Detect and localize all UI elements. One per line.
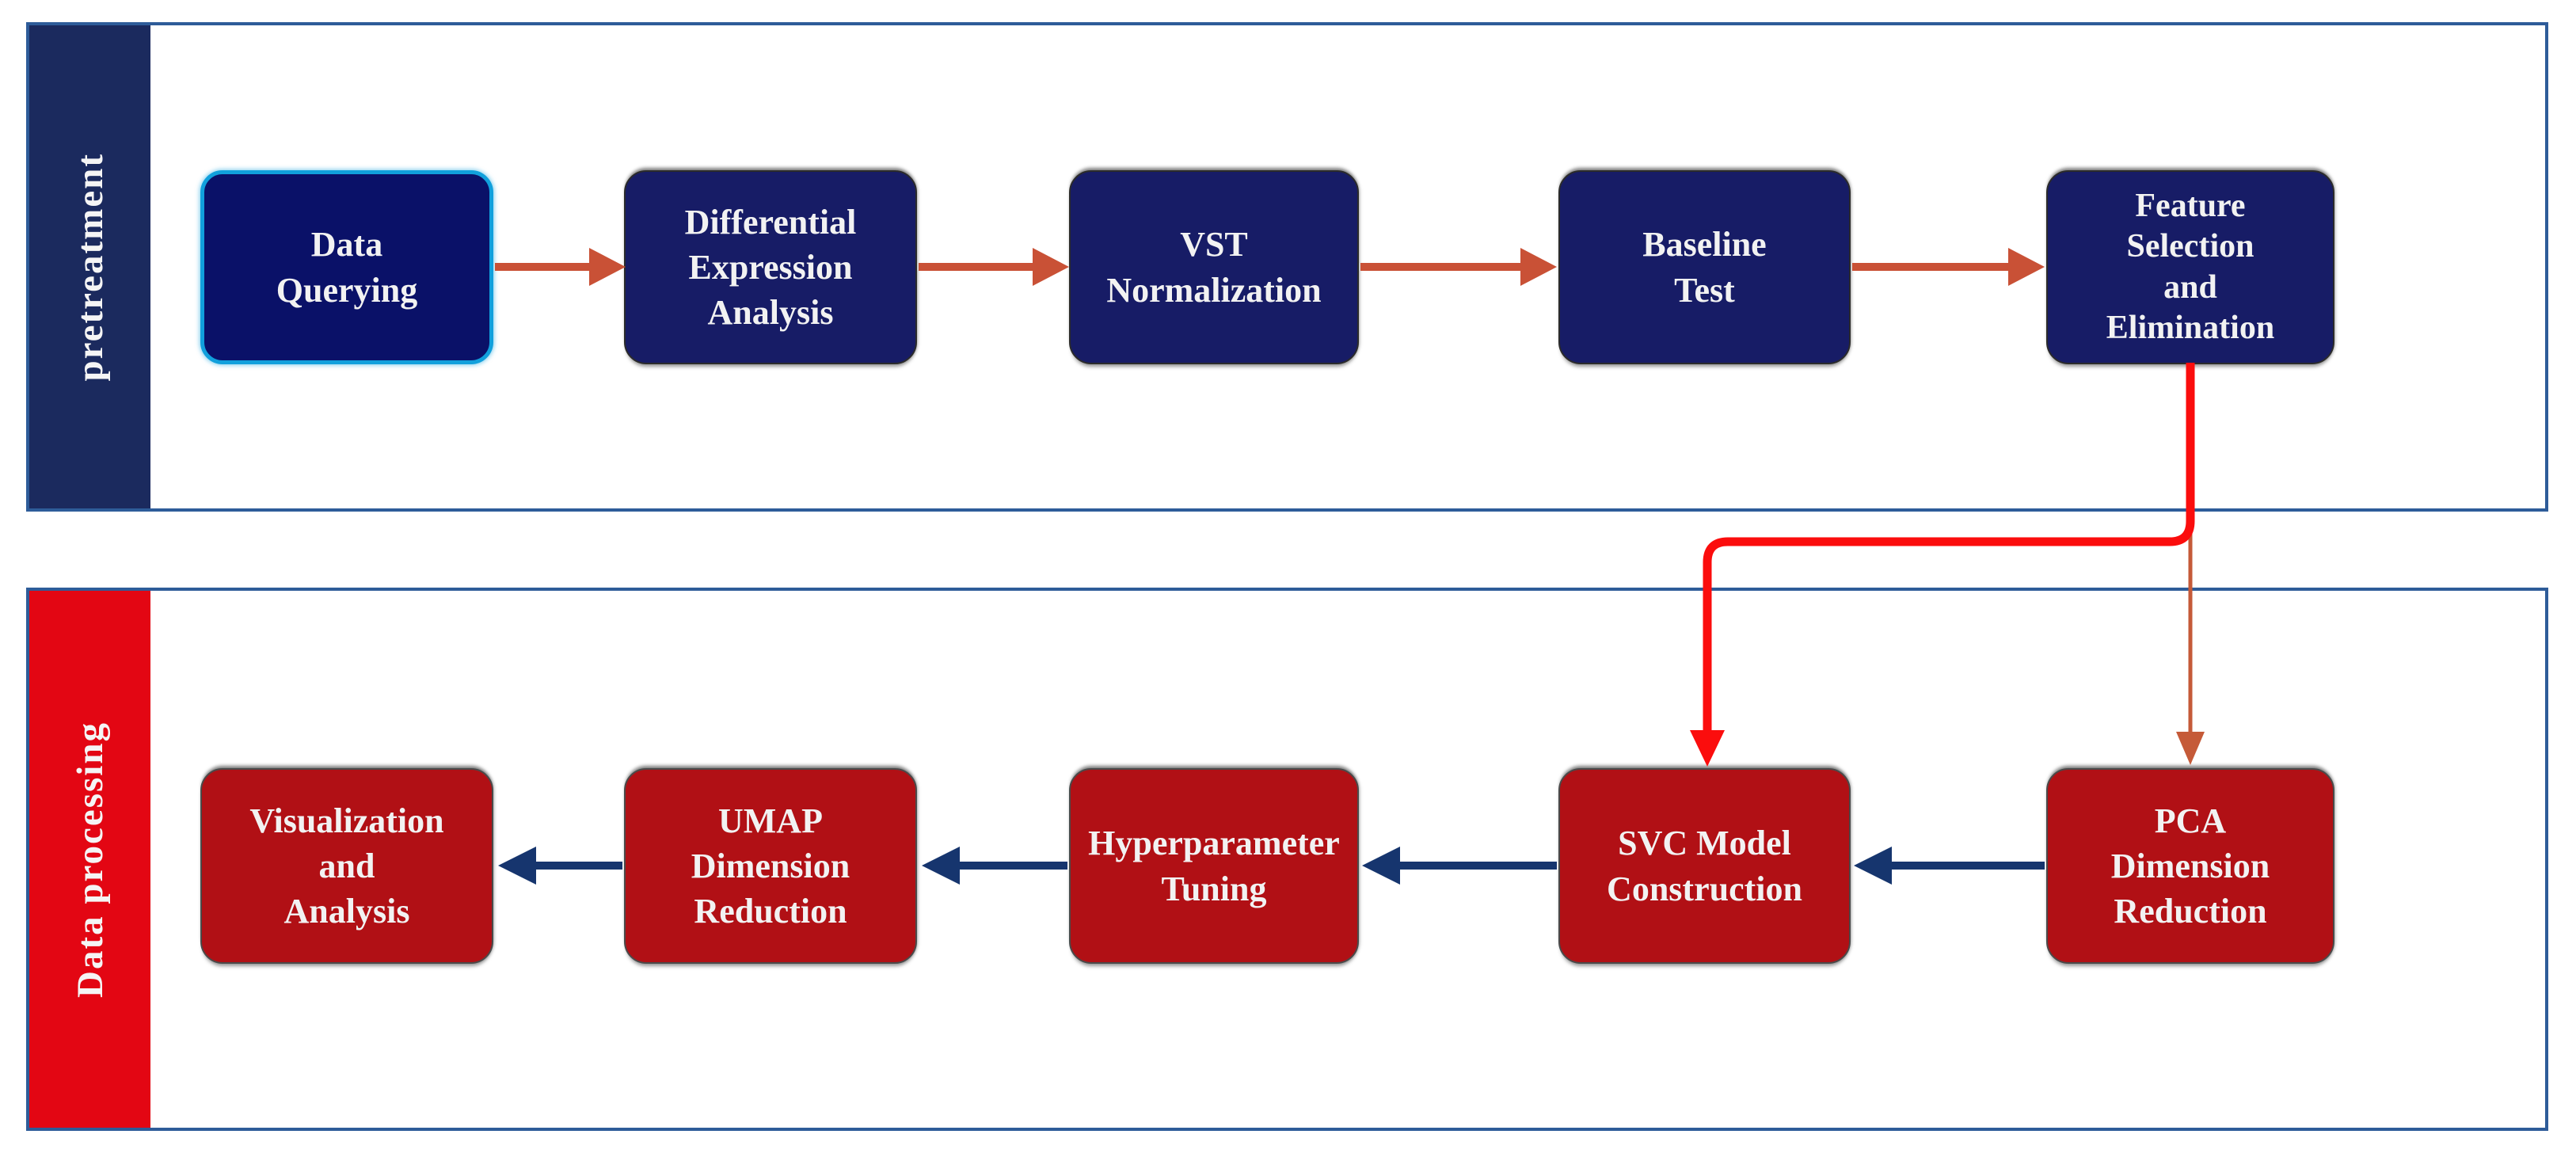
- node-pca-dimension-reduction: PCA Dimension Reduction: [2046, 768, 2334, 964]
- lane-data-processing-label: Data processing: [69, 721, 111, 998]
- node-umap-dimension-reduction: UMAP Dimension Reduction: [624, 768, 917, 964]
- node-hyperparameter-tuning: Hyperparameter Tuning: [1069, 768, 1359, 964]
- lane-data-processing-header: Data processing: [29, 591, 150, 1128]
- node-baseline-test: Baseline Test: [1558, 170, 1851, 364]
- node-differential-expression-analysis: Differential Expression Analysis: [624, 170, 917, 364]
- node-visualization-analysis: Visualization and Analysis: [200, 768, 493, 964]
- node-svc-model-construction: SVC Model Construction: [1558, 768, 1851, 964]
- node-feature-selection-elimination: Feature Selection and Elimination: [2046, 170, 2334, 364]
- lane-pretreatment-label: pretreatment: [69, 152, 111, 382]
- node-data-querying: Data Querying: [200, 170, 493, 364]
- node-vst-normalization: VST Normalization: [1069, 170, 1359, 364]
- lane-pretreatment-header: pretreatment: [29, 25, 150, 508]
